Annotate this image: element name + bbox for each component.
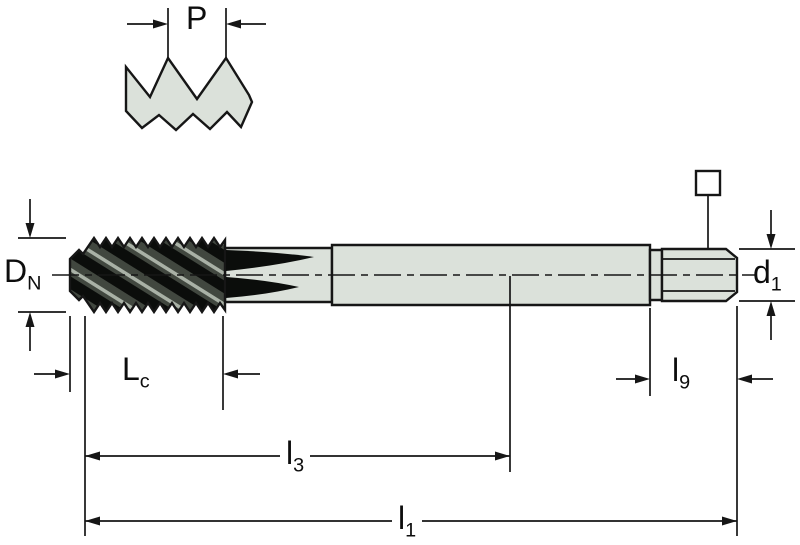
flute-runout-upper (226, 250, 314, 271)
lc-arrowhead-left (55, 369, 70, 379)
dn-arrowhead-bottom (25, 312, 35, 327)
pitch-arrowhead-left (153, 19, 168, 29)
label-thread-length: l3 (280, 437, 311, 477)
flute-runouts (226, 250, 314, 298)
dimension-l9 (616, 306, 773, 536)
dimension-d1 (739, 210, 795, 340)
dn-arrowhead-top (25, 223, 35, 238)
l9-arrowhead-right (737, 374, 752, 384)
pitch-arrowhead-right (226, 19, 241, 29)
square-symbol-box (694, 169, 722, 197)
dimension-lc (34, 316, 260, 410)
label-nominal-diameter: DN (4, 253, 42, 295)
dimension-dn (18, 199, 66, 351)
l1-arrowhead-left (85, 516, 100, 526)
l3-arrowhead-left (85, 451, 100, 461)
label-shank-diameter: d1 (753, 254, 782, 296)
l9-arrowhead-left (635, 374, 650, 384)
label-square-length: l9 (672, 352, 691, 394)
d1-arrowhead-bottom (766, 301, 776, 316)
label-pitch: P (186, 0, 208, 36)
square-flat-edge-lines (662, 258, 735, 292)
label-chamfer-length: Lc (122, 351, 150, 393)
d1-arrowhead-top (766, 234, 776, 249)
l3-arrowhead-right (495, 451, 510, 461)
l1-arrowhead-right (722, 516, 737, 526)
label-overall-length: l1 (392, 502, 423, 542)
thread-profile-shape (124, 55, 254, 132)
thread-profile-detail (124, 8, 266, 132)
flute-runout-lower (226, 277, 299, 298)
lc-arrowhead-right (223, 369, 238, 379)
dimension-l3 (84, 276, 511, 536)
drive-square-symbol (694, 169, 722, 248)
